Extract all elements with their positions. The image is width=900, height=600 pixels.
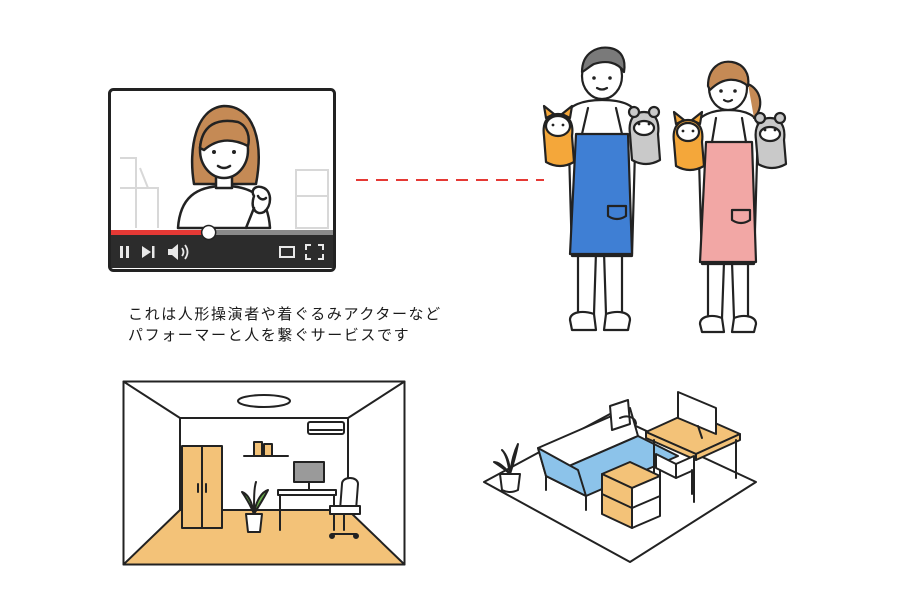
fullscreen-icon[interactable]	[305, 244, 324, 260]
video-controls-bar	[111, 230, 333, 268]
caption-line-2: パフォーマーと人を繋ぐサービスです	[128, 326, 411, 344]
video-progress-played	[111, 230, 209, 235]
puppeteer-man	[542, 46, 662, 332]
cat-puppet-orange	[542, 104, 576, 168]
room-isometric-view	[480, 378, 760, 566]
room-front-view	[122, 380, 406, 566]
pause-icon[interactable]	[120, 246, 129, 258]
room-plant	[241, 481, 269, 533]
video-player-graphic	[108, 88, 336, 272]
video-background-room	[120, 157, 329, 229]
puppeteers-illustration	[530, 38, 790, 338]
iso-plant	[493, 443, 521, 493]
puppeteer-woman	[672, 60, 788, 334]
cat-puppet-orange-2	[672, 110, 706, 172]
iso-bed	[537, 399, 679, 511]
video-progress-knob[interactable]	[200, 224, 217, 241]
video-player[interactable]	[108, 88, 336, 272]
iso-desk	[645, 391, 741, 503]
video-presenter	[176, 104, 272, 230]
desk	[277, 489, 337, 496]
ceiling-light	[237, 394, 291, 408]
next-icon[interactable]	[142, 246, 155, 258]
bear-puppet-gray-2	[753, 111, 788, 170]
volume-icon[interactable]	[168, 244, 189, 260]
bear-puppet-gray	[627, 105, 662, 166]
iso-bookshelf	[601, 461, 661, 529]
caption: これは人形操演者や着ぐるみアクターなど パフォーマーと人を繋ぐサービスです	[128, 304, 442, 346]
monitor	[293, 461, 325, 483]
miniplayer-icon[interactable]	[279, 246, 295, 258]
air-conditioner	[307, 421, 345, 435]
dashed-connector	[356, 178, 544, 182]
video-progress-track	[111, 230, 333, 235]
caption-line-1: これは人形操演者や着ぐるみアクターなど	[128, 305, 442, 323]
desk-chair	[329, 477, 361, 539]
